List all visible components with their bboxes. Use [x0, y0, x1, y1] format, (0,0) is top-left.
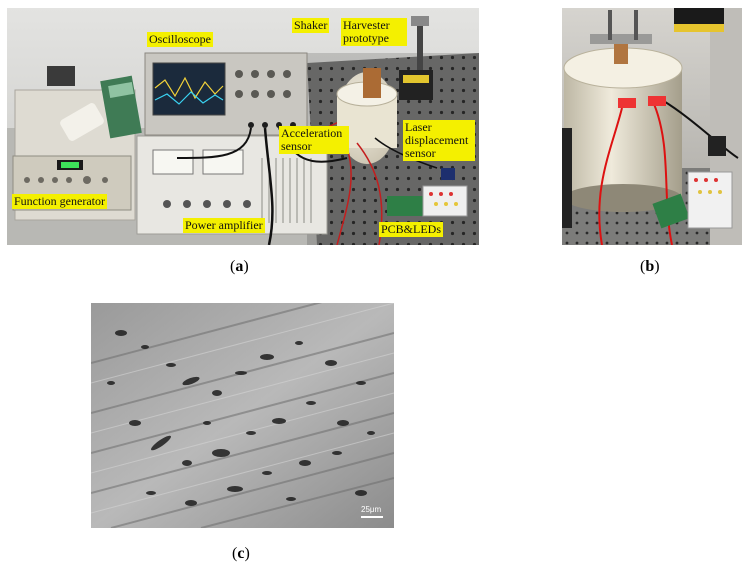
- scale-bar-label: 25μm: [361, 505, 382, 514]
- label-shaker: Shaker: [292, 18, 330, 33]
- photo-panel-a: Oscilloscope Shaker Harvester prototype …: [7, 8, 479, 245]
- label-pcb-leds: PCB&LEDs: [379, 222, 444, 237]
- label-acceleration-sensor: Acceleration sensor: [279, 126, 349, 154]
- shaker-closeup-photo: [562, 8, 742, 245]
- label-function-generator: Function generator: [12, 194, 107, 209]
- caption-b: (b): [640, 258, 660, 275]
- caption-c: (c): [232, 545, 250, 562]
- photo-panel-b: [562, 8, 742, 245]
- micrograph-panel-c: 25μm: [91, 303, 394, 528]
- label-harvester-prototype: Harvester prototype: [341, 18, 407, 46]
- label-oscilloscope: Oscilloscope: [147, 32, 213, 47]
- label-laser-displacement-sensor: Laser displacement sensor: [403, 120, 475, 161]
- label-power-amplifier: Power amplifier: [183, 218, 265, 233]
- caption-a: (a): [230, 258, 249, 275]
- microscope-image: [91, 303, 394, 528]
